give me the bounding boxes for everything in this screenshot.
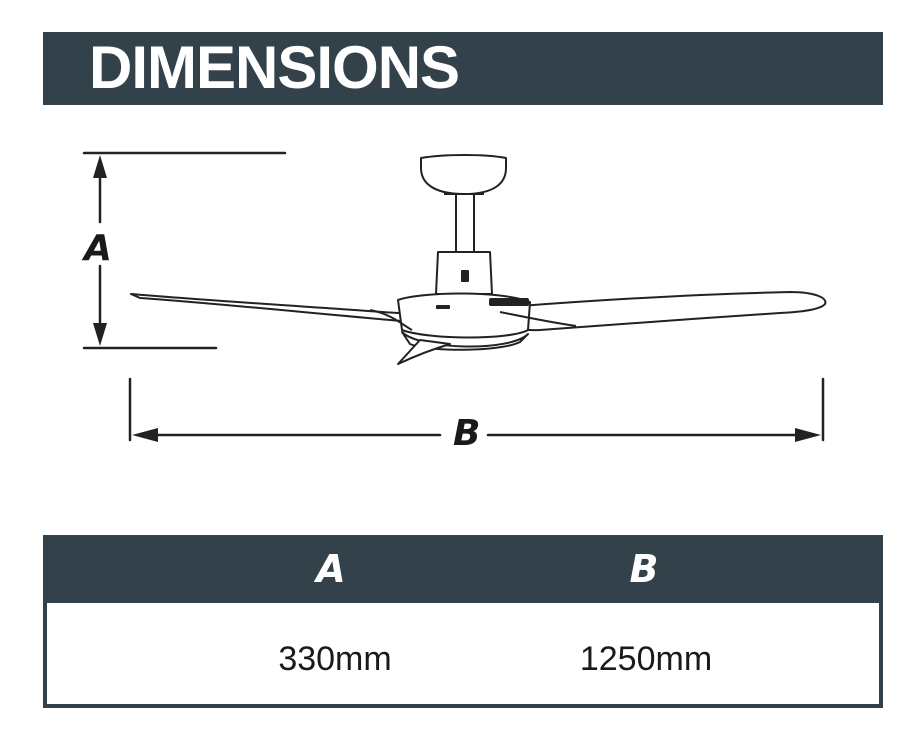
column-header-b: B [629, 547, 659, 591]
title-banner: DIMENSIONS [43, 32, 883, 105]
column-header-a: A [316, 547, 346, 591]
table-header: A B [43, 535, 883, 603]
downrod [455, 193, 475, 253]
value-a: 330mm [278, 640, 392, 678]
dimension-b-arrow-right [795, 428, 821, 442]
dimension-b-arrow-left [132, 428, 158, 442]
table-row: 330mm 1250mm [43, 603, 883, 708]
ceiling-fan [130, 154, 827, 365]
dimension-a-arrow-up [93, 155, 107, 178]
third-blade [397, 339, 451, 365]
canopy [420, 154, 507, 195]
dimension-table: A B 330mm 1250mm [43, 535, 883, 708]
right-blade [499, 291, 827, 332]
dimension-a-label: A [84, 228, 112, 269]
dimension-b-label: B [449, 413, 485, 454]
fan-dimension-diagram [82, 151, 827, 442]
motor-badge [461, 270, 469, 282]
value-b: 1250mm [579, 640, 713, 678]
dimension-a-arrow-down [93, 323, 107, 346]
page-title: DIMENSIONS [89, 34, 460, 101]
